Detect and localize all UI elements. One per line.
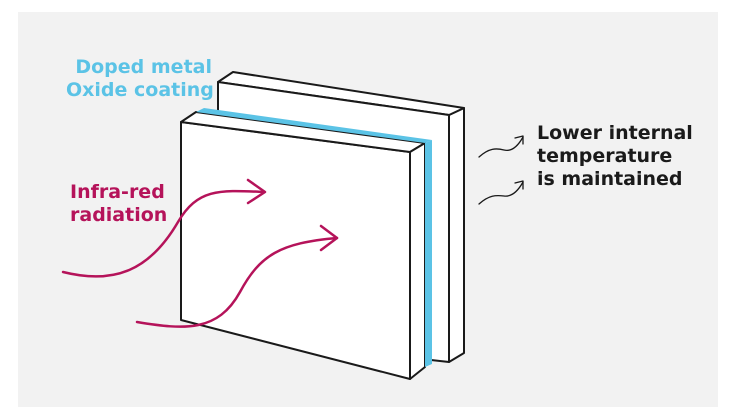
radiation-label-line-1: Infra-red: [70, 181, 165, 203]
coating-top: [196, 108, 432, 143]
coating-label-line-1: Doped metal: [75, 56, 212, 78]
front-pane: [180, 111, 426, 380]
result-label-line-1: Lower internal: [537, 122, 693, 144]
front-pane-side: [409, 142, 426, 380]
heat-arrows: [478, 135, 524, 205]
wavy-arrow-icon: [478, 181, 524, 205]
curved-arrow-icon: [246, 178, 267, 205]
oxide-coating-layer: [196, 108, 432, 367]
result-label-line-2: temperature: [537, 145, 673, 167]
radiation-arrows: [61, 178, 339, 328]
back-pane: [217, 71, 465, 363]
result-label-line-3: is maintained: [537, 168, 683, 190]
coating-label-line-2: Oxide coating: [66, 79, 214, 101]
curved-arrow-icon: [135, 236, 339, 328]
result-label: Lower internal temperature is maintained: [537, 122, 693, 191]
coating-side: [425, 140, 432, 367]
wavy-arrow-icon: [514, 135, 524, 145]
curved-arrow-icon: [319, 224, 339, 252]
front-pane-face: [180, 121, 411, 380]
wavy-arrow-icon: [478, 136, 524, 158]
radiation-label-line-2: radiation: [70, 204, 168, 226]
curved-arrow-icon: [61, 189, 266, 278]
back-pane-side: [448, 107, 465, 363]
wavy-arrow-icon: [514, 180, 524, 190]
radiation-label: Infra-red radiation: [70, 181, 167, 227]
coating-label: Doped metal Oxide coating: [66, 56, 214, 102]
